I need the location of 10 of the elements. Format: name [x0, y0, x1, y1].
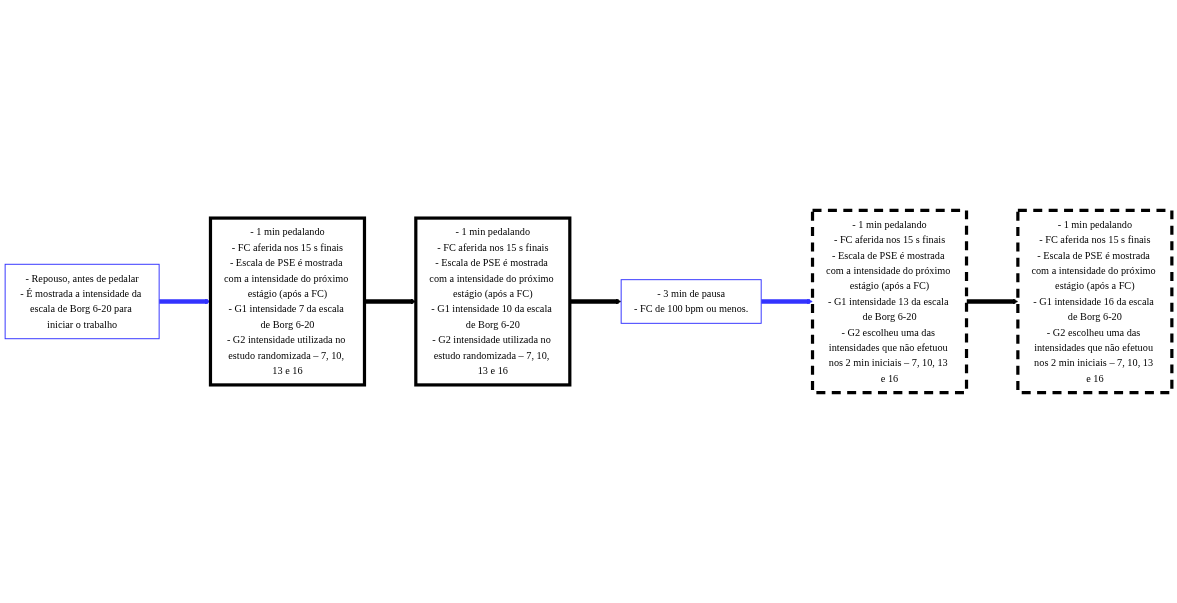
arrow — [966, 298, 1019, 305]
arrow — [159, 298, 211, 305]
node-box: - Repouso, antes de pedalar - É mostrada a intensidade da escala de Borg 6-20 para iniciar o trabalho — [4, 263, 160, 340]
node-box: - 1 min pedalando - FC aferida nos 15 s finais - Escala de PSE é mostrada com a intensidade do próximo estágio (após a FC) - G1 intensidade 13 da escala de Borg 6-20 - G2 escolheu uma das intensidades que não efetuou nos 2 min iniciais – 7, 10, 13 e 16 — [810, 208, 969, 395]
node-box: - 3 min de pausa - FC de 100 bpm ou menos. — [620, 279, 762, 324]
node-box: - 1 min pedalando - FC aferida nos 15 s finais - Escala de PSE é mostrada com a intensidade do próximo estágio (após a FC) - G1 intensidade 7 da escala de Borg 6-20 - G2 intensidade utilizada no estudo randomizada – 7, 10, 13 e 16 — [208, 216, 367, 387]
arrow — [364, 298, 417, 305]
node-box: - 1 min pedalando - FC aferida nos 15 s finais - Escala de PSE é mostrada com a intensidade do próximo estágio (após a FC) - G1 intensidade 10 da escala de Borg 6-20 - G2 intensidade utilizada no estudo randomizada – 7, 10, 13 e 16 — [414, 216, 572, 387]
node-box: - 1 min pedalando - FC aferida nos 15 s finais - Escala de PSE é mostrada com a intensidade do próximo estágio (após a FC) - G1 intensidade 16 da escala de Borg 6-20 - G2 escolheu uma das intensidades que não efetuou nos 2 min iniciais – 7, 10, 13 e 16 — [1016, 208, 1174, 395]
arrow — [761, 298, 813, 305]
